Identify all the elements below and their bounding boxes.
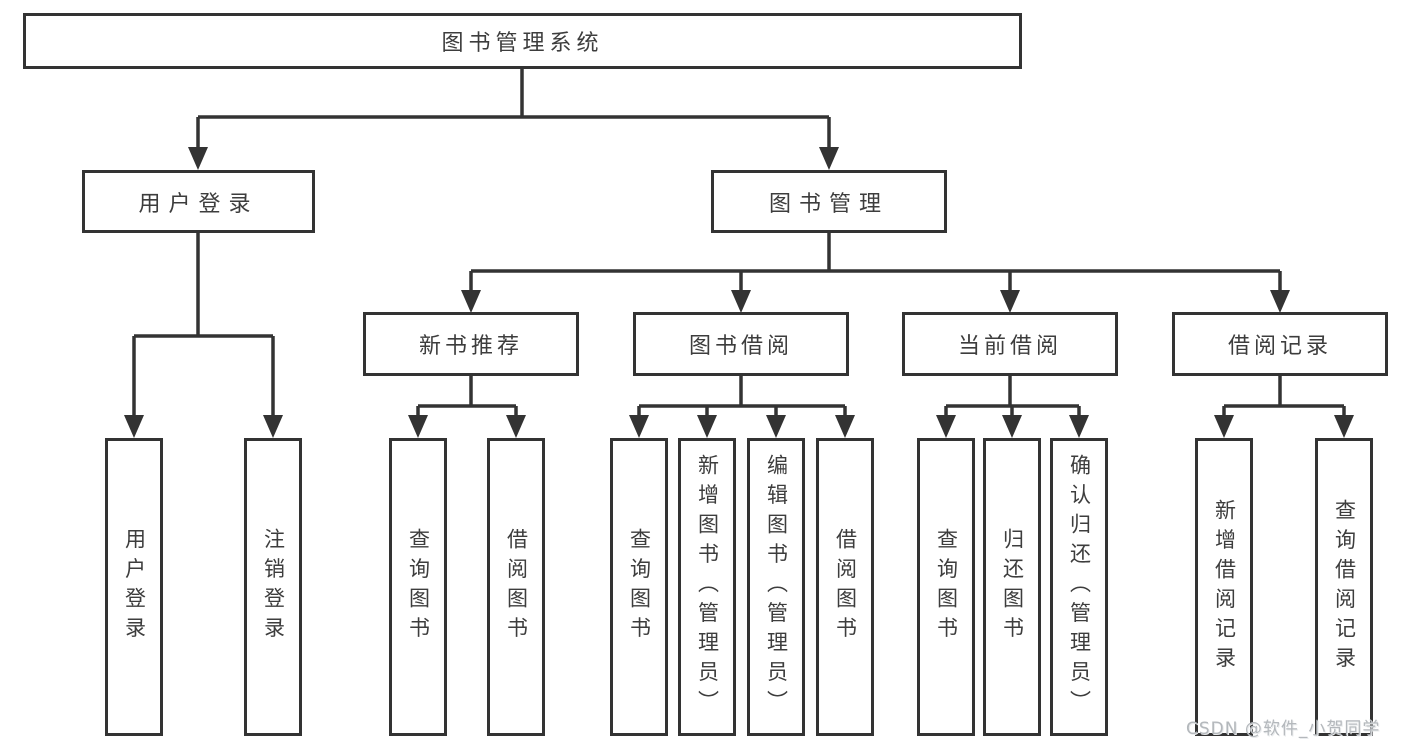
- leaf-query-books: 查询图书: [610, 438, 668, 736]
- leaf-borrow-books: 借阅图书: [487, 438, 545, 736]
- node-label: 借阅图书: [504, 528, 529, 646]
- connector-new-book-to-leaves: [408, 376, 526, 438]
- leaf-add-book-admin: 新增图书（管理员）: [678, 438, 736, 736]
- arrowhead: [408, 415, 526, 438]
- connector-line: [944, 376, 1081, 418]
- node-label: 归还图书: [1000, 528, 1025, 646]
- node-label: 查询图书: [627, 528, 652, 646]
- node-label: 查询借阅记录: [1332, 498, 1357, 676]
- leaf-edit-book-admin: 编辑图书（管理员）: [747, 438, 805, 736]
- arrowhead: [629, 415, 855, 438]
- node-label: 查询图书: [934, 528, 959, 646]
- node-label: 新书推荐: [418, 334, 523, 359]
- connector-line: [469, 233, 1282, 293]
- node-current-borrowing: 当前借阅: [902, 312, 1118, 376]
- node-borrowing-records: 借阅记录: [1172, 312, 1388, 376]
- node-label: 借阅图书: [833, 528, 858, 646]
- arrowhead: [1214, 415, 1354, 438]
- node-label: 用户登录: [122, 528, 147, 646]
- node-label: 新增图书（管理员）: [695, 454, 720, 720]
- leaf-confirm-return-admin: 确认归还（管理员）: [1050, 438, 1108, 736]
- leaf-add-borrow-record: 新增借阅记录: [1195, 438, 1253, 736]
- node-label: 确认归还（管理员）: [1067, 454, 1092, 720]
- node-label: 编辑图书（管理员）: [764, 454, 789, 720]
- connector-line: [416, 376, 518, 418]
- connector-root-to-level2: [188, 69, 839, 170]
- connector-borrow-record-to-leaves: [1214, 376, 1354, 438]
- node-book-borrowing: 图书借阅: [633, 312, 849, 376]
- node-label: 借阅记录: [1227, 334, 1332, 359]
- node-label: 注销登录: [261, 528, 286, 646]
- leaf-user-login: 用户登录: [105, 438, 163, 736]
- leaf-logout: 注销登录: [244, 438, 302, 736]
- node-library-system: 图书管理系统: [23, 13, 1022, 69]
- node-label: 图书管理: [768, 191, 889, 217]
- leaf-query-borrow-record: 查询借阅记录: [1315, 438, 1373, 736]
- node-user-login: 用户登录: [82, 170, 315, 233]
- node-new-book-recommend: 新书推荐: [363, 312, 579, 376]
- arrowhead: [461, 290, 1290, 313]
- node-label: 图书借阅: [688, 334, 793, 359]
- node-label: 查询图书: [406, 528, 431, 646]
- node-label: 图书管理系统: [441, 31, 604, 56]
- connector-user-login-to-leaves: [124, 233, 283, 438]
- node-book-management: 图书管理: [711, 170, 947, 233]
- arrowhead: [188, 147, 839, 170]
- leaf-query-books: 查询图书: [917, 438, 975, 736]
- connector-line: [132, 233, 275, 418]
- connector-line: [637, 376, 847, 418]
- node-label: 当前借阅: [957, 334, 1062, 359]
- leaf-return-books: 归还图书: [983, 438, 1041, 736]
- arrowhead: [124, 415, 283, 438]
- watermark: CSDN @软件_小贺同学: [1186, 719, 1381, 739]
- arrowhead: [936, 415, 1089, 438]
- leaf-query-books: 查询图书: [389, 438, 447, 736]
- connector-line: [196, 69, 831, 150]
- node-label: 用户登录: [138, 191, 259, 217]
- node-label: 新增借阅记录: [1212, 498, 1237, 676]
- leaf-borrow-books: 借阅图书: [816, 438, 874, 736]
- connector-book-borrow-to-leaves: [629, 376, 855, 438]
- connector-current-borrow-to-leaves: [936, 376, 1089, 438]
- connector-book-management-to-level3: [461, 233, 1290, 313]
- connector-line: [1222, 376, 1346, 418]
